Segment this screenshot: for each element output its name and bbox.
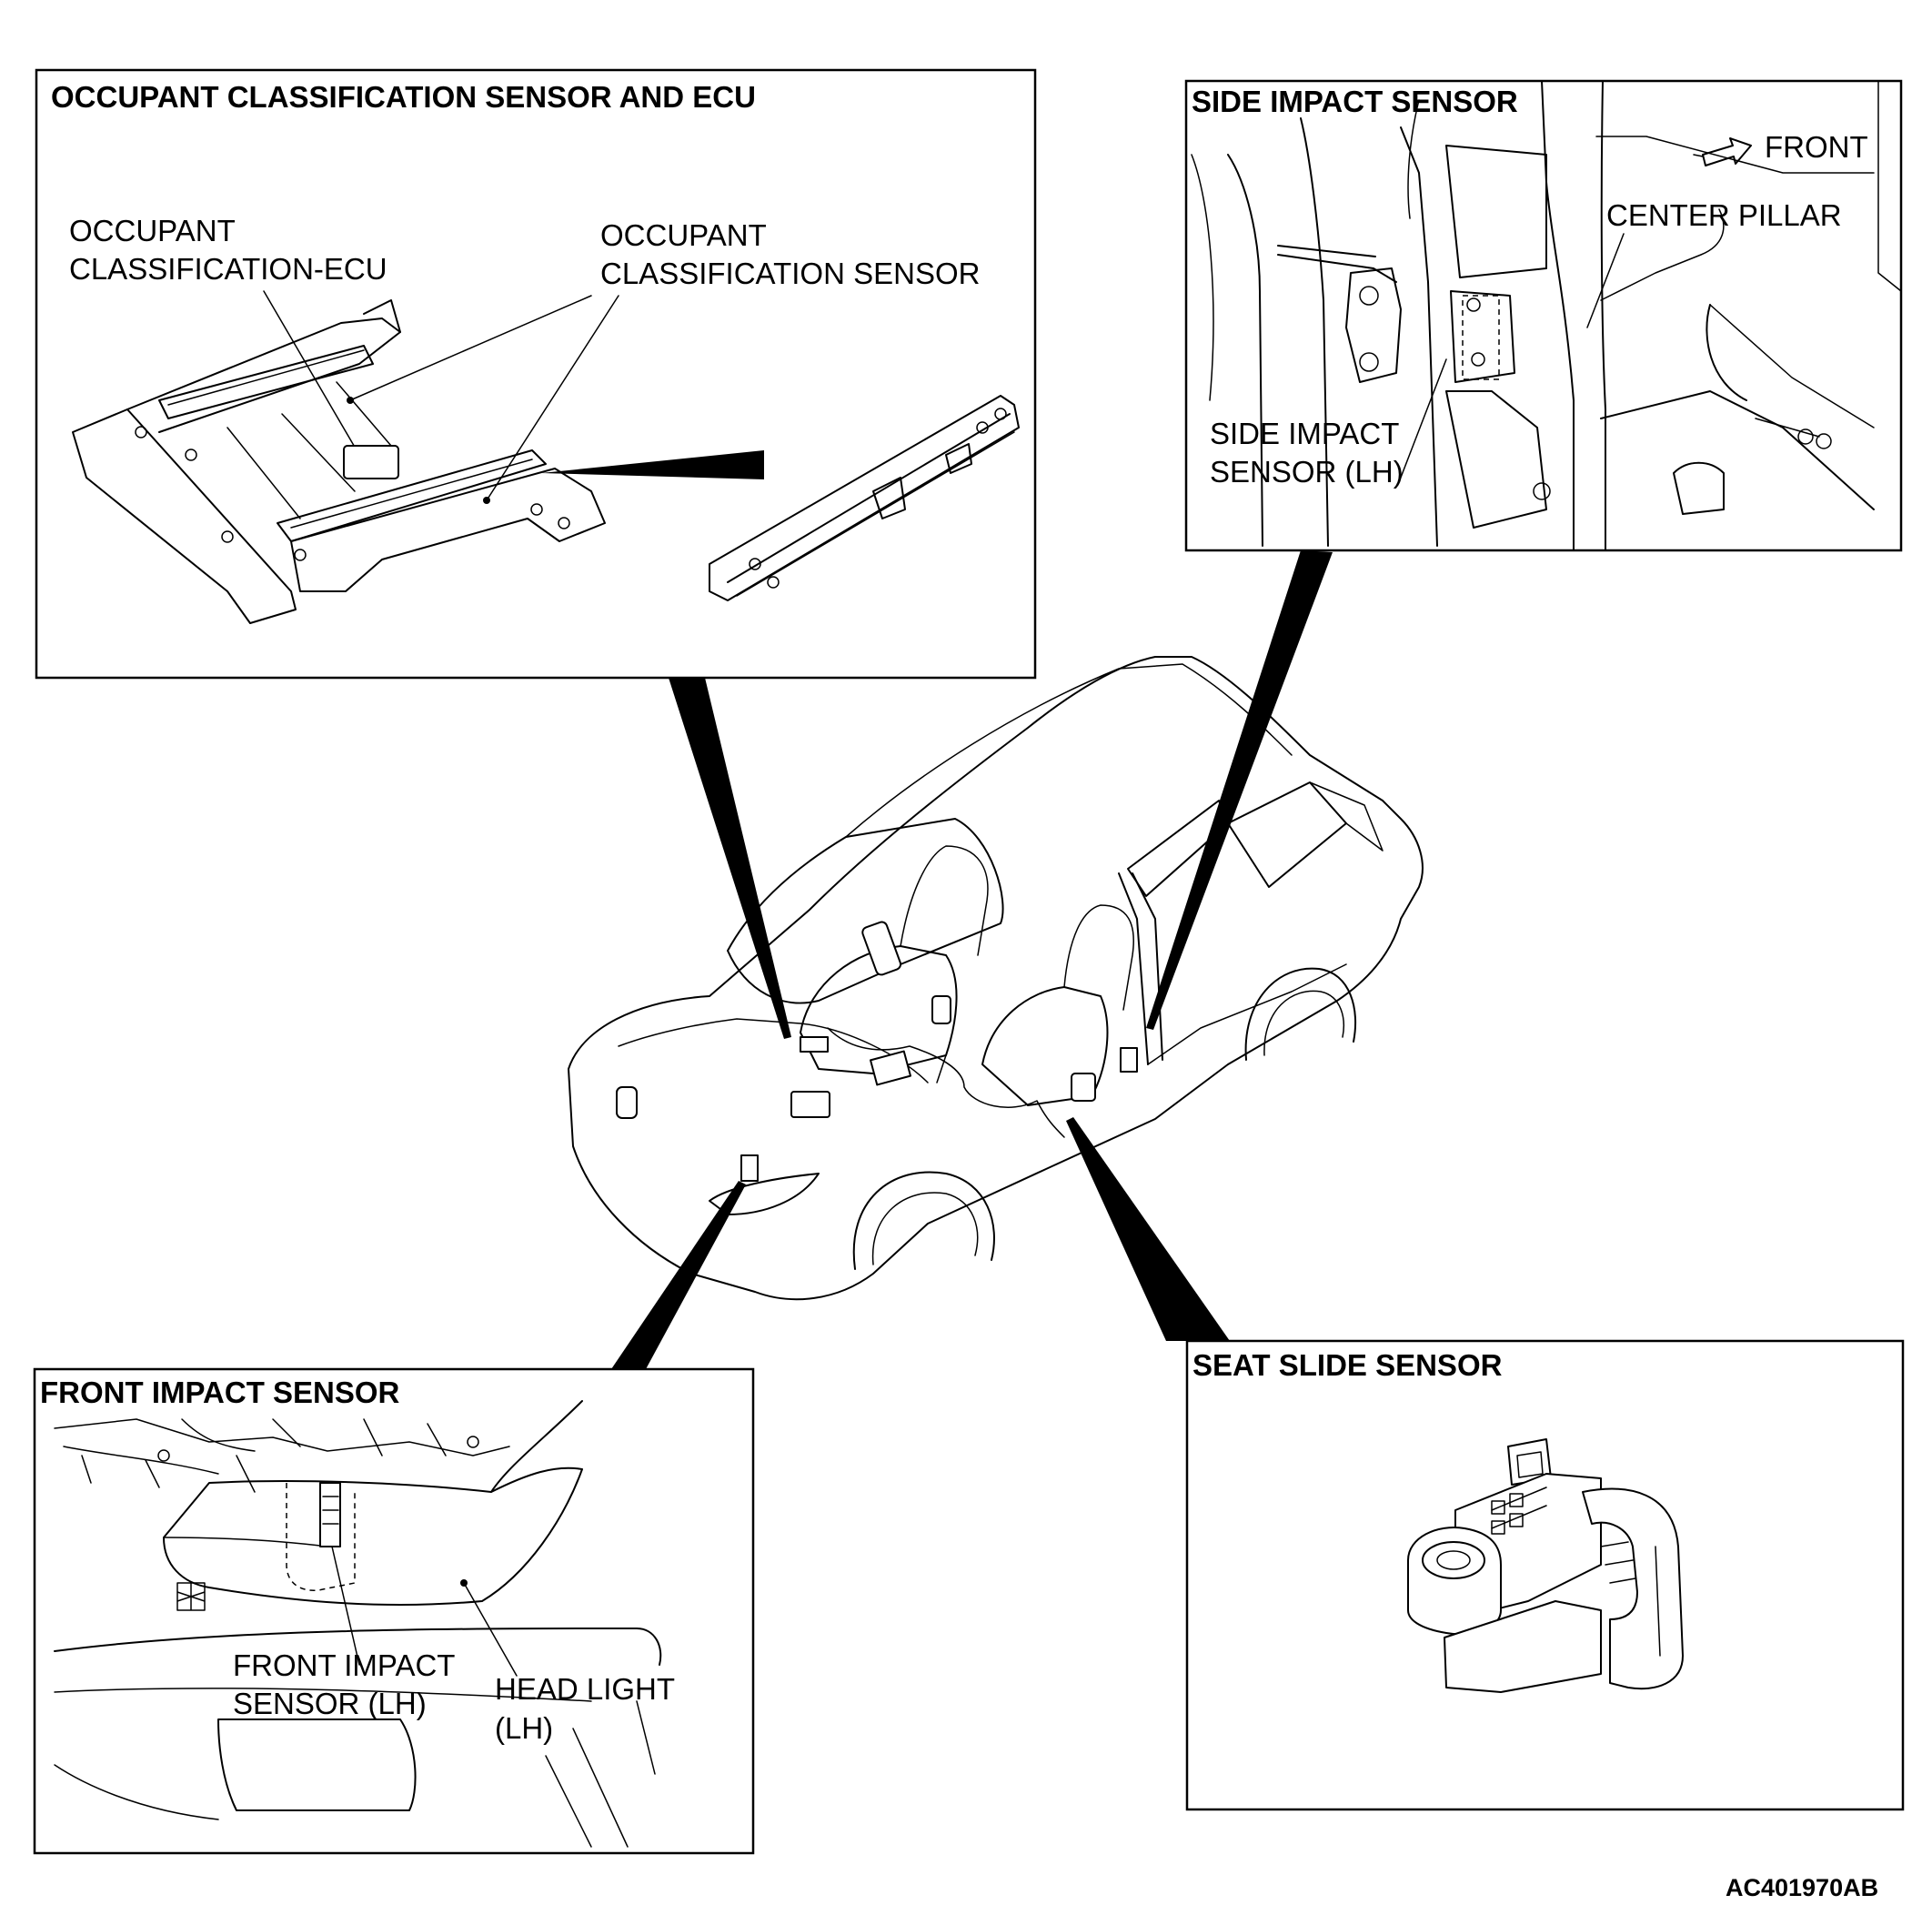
seat-slide-sensor-illustration	[1407, 1438, 1684, 1693]
label-occ-sensor-line2: CLASSIFICATION SENSOR	[600, 257, 980, 290]
vehicle-wiring-harness	[827, 1027, 1065, 1138]
vehicle-front-wheel	[852, 1171, 995, 1270]
front-arrow-icon	[1702, 137, 1752, 166]
wedge-front	[611, 1181, 746, 1369]
leader-ecu	[263, 290, 360, 456]
panel-side-frame	[1184, 79, 1903, 552]
vehicle-curtain-inflator	[861, 921, 902, 976]
leader-dot-sensor-upper	[347, 397, 354, 404]
leader-side-sensor	[1398, 358, 1447, 483]
vehicle-ecu-unit	[790, 1091, 830, 1118]
grille-mesh	[176, 1582, 206, 1611]
vehicle-front-wheel-inner	[871, 1192, 979, 1265]
vehicle-driver-seat-back	[900, 845, 989, 956]
front-headlight-lens	[163, 1466, 583, 1607]
leader-sensor-upper	[349, 295, 592, 401]
leader-dot-sensor-lower	[483, 497, 490, 504]
vehicle-b-pillar	[1118, 872, 1163, 1065]
panel-side-impact: SIDE IMPACT SENSOR FRONT CENTER PILLAR S…	[1184, 79, 1903, 552]
vehicle-seat-rail	[870, 1050, 911, 1086]
vehicle-occupant-sensor	[800, 1036, 829, 1053]
vehicle-passenger-seat-back	[1063, 904, 1134, 1011]
panel-occupant-title: OCCUPANT CLASSIFICATION SENSOR AND ECU	[51, 80, 756, 114]
front-sensor-body	[319, 1482, 341, 1547]
label-occ-sensor-line1: OCCUPANT	[600, 218, 767, 252]
vehicle-fog-lamp	[616, 1086, 638, 1119]
wedge-side	[1146, 550, 1333, 1030]
ecu-box	[343, 445, 399, 479]
label-side-sensor-line2: SENSOR (LH)	[1210, 455, 1404, 489]
callout-wedges	[611, 550, 1333, 1369]
vehicle-seat-slide-sensor	[1071, 1073, 1096, 1102]
vehicle-side-window-2	[1227, 781, 1347, 888]
vehicle-driver-seat	[800, 945, 958, 1074]
label-side-sensor-line1: SIDE IMPACT	[1210, 417, 1399, 450]
panel-front-title: FRONT IMPACT SENSOR	[40, 1376, 400, 1409]
figure-code: AC401970AB	[1726, 1874, 1878, 1901]
vehicle-headlight	[709, 1173, 820, 1215]
seat-anchor	[1673, 461, 1725, 515]
vehicle-passenger-seat	[981, 986, 1109, 1106]
label-front: FRONT	[1765, 130, 1868, 164]
panel-occupant-frame	[35, 68, 1037, 680]
leader-dot-headlight	[460, 1579, 468, 1587]
seat-frame-illustration	[72, 299, 606, 624]
label-headlight-line1: HEAD LIGHT	[495, 1672, 675, 1706]
wedge-occupant	[669, 678, 791, 1039]
vehicle-illustration	[568, 656, 1424, 1301]
vehicle-front-sensor	[740, 1154, 759, 1182]
vehicle-roof	[845, 663, 1293, 838]
vehicle-body	[568, 656, 1424, 1301]
panel-seat-slide: SEAT SLIDE SENSOR	[1185, 1339, 1905, 1811]
vehicle-side-sensor	[1120, 1047, 1138, 1073]
label-ecu-line2: CLASSIFICATION-ECU	[69, 252, 387, 286]
vehicle-door-line	[1147, 963, 1347, 1065]
wedge-seat-slide	[1066, 1117, 1230, 1341]
panel-side-title: SIDE IMPACT SENSOR	[1192, 85, 1518, 118]
vehicle-buckle	[931, 995, 951, 1024]
vehicle-rear-window	[1309, 781, 1384, 852]
leader-headlight	[463, 1582, 518, 1677]
leader-front-arrow	[1693, 154, 1704, 157]
panel-front-frame	[33, 1367, 755, 1855]
label-ecu-line1: OCCUPANT	[69, 214, 236, 247]
wedge-rail-detail	[541, 450, 764, 479]
panel-seat-slide-title: SEAT SLIDE SENSOR	[1192, 1348, 1503, 1382]
label-front-sensor-line1: FRONT IMPACT	[233, 1648, 455, 1682]
label-headlight-line2: (LH)	[495, 1711, 553, 1745]
seat-rail-detail	[709, 395, 1020, 601]
vehicle-rear-wheel	[1244, 967, 1357, 1061]
panel-occupant-classification: OCCUPANT CLASSIFICATION SENSOR AND ECU O…	[35, 68, 1037, 680]
vehicle-rear-wheel-inner	[1263, 990, 1344, 1056]
leader-front-sensor	[331, 1546, 360, 1666]
vehicle-windshield	[727, 818, 1004, 1004]
panel-front-impact: FRONT IMPACT SENSOR FRONT IMPACT SENSOR …	[33, 1367, 755, 1855]
leader-center-pillar	[1586, 233, 1625, 328]
